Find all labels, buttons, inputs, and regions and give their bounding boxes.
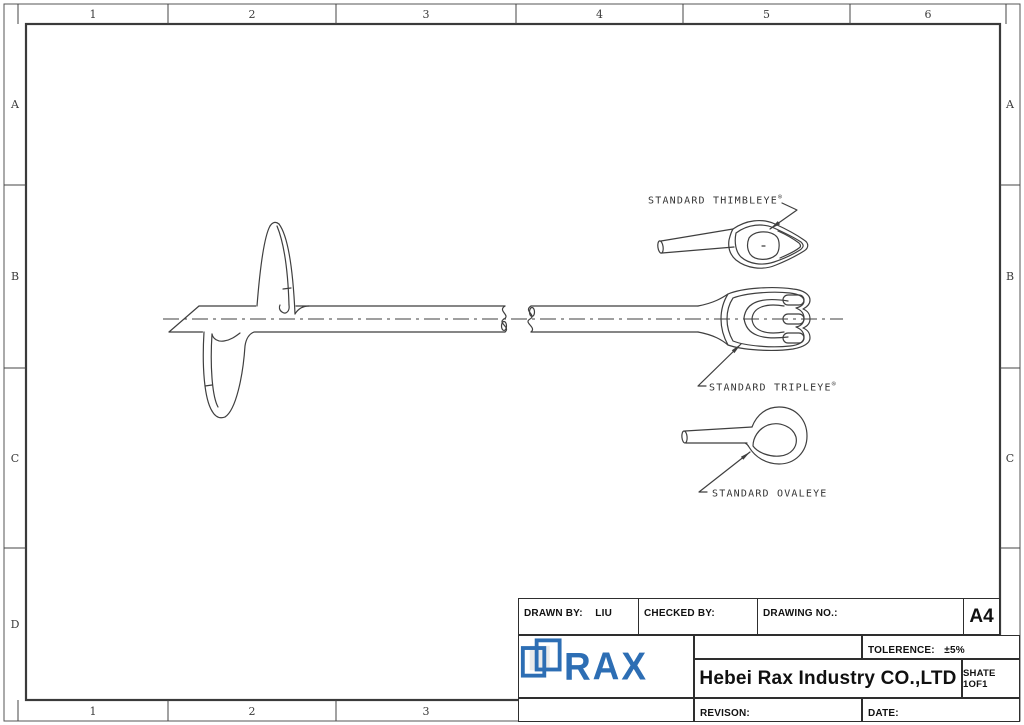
drawing-no-cell: DRAWING NO.:	[757, 599, 963, 634]
label-thimbleye: STANDARD THIMBLEYE®	[648, 193, 782, 206]
label-ovaleye: STANDARD OVALEYE	[712, 486, 828, 499]
thimbleye-drawing	[657, 219, 809, 269]
zone-label: B	[10, 270, 20, 283]
zone-left-c: C	[4, 368, 26, 548]
zone-right-a: A	[1000, 24, 1020, 185]
zone-right-c: C	[1000, 368, 1020, 548]
drawing-no-label: DRAWING NO.:	[763, 608, 838, 619]
date-cell: DATE:	[862, 698, 1020, 722]
checked-by-cell: CHECKED BY:	[638, 599, 757, 634]
zone-label: 4	[596, 7, 603, 21]
zone-top-1: 1	[18, 4, 168, 24]
label-tripleye-text: STANDARD TRIPLEYE	[709, 382, 832, 394]
sheet-border	[3, 3, 1021, 722]
zone-top-5: 5	[683, 4, 850, 24]
revision-cell: REVISON:	[694, 698, 862, 722]
zone-bottom-2: 2	[168, 701, 336, 721]
paper-size-value: A4	[969, 605, 994, 627]
zone-label: 3	[422, 7, 430, 21]
drawn-by-value: LIU	[595, 608, 613, 619]
zone-top-2: 2	[168, 4, 336, 24]
leader-lines	[697, 202, 798, 493]
zone-label: 2	[248, 7, 256, 21]
zone-label: D	[10, 617, 20, 631]
label-tripleye: STANDARD TRIPLEYE®	[709, 380, 836, 393]
checked-by-label: CHECKED BY:	[644, 608, 715, 619]
zone-label: C	[1005, 451, 1015, 465]
revision-label: REVISON:	[700, 708, 750, 719]
zone-label: C	[10, 451, 20, 465]
drawn-by-label: DRAWN BY:	[524, 608, 583, 619]
zone-label: A	[1006, 98, 1014, 111]
titleblock-row-info: DRAWN BY: LIU CHECKED BY: DRAWING NO.: A…	[518, 598, 1000, 635]
date-label: DATE:	[868, 708, 899, 719]
zone-label: A	[11, 98, 19, 111]
rax-logo-text: RAX	[563, 645, 649, 688]
zone-label: B	[1005, 270, 1015, 283]
sheet-number-cell: SHATE 1OF1	[962, 659, 1020, 698]
tolerance-value: ±5%	[944, 645, 965, 656]
helix-blade-upper	[256, 220, 310, 316]
drawn-by-cell: DRAWN BY: LIU	[519, 599, 638, 634]
empty-cell	[694, 635, 862, 659]
ovaleye-drawing	[681, 406, 808, 465]
zone-label: 2	[248, 704, 256, 718]
zone-top-3: 3	[336, 4, 516, 24]
registered-mark: ®	[831, 380, 836, 388]
empty-cell	[518, 698, 694, 722]
label-thimbleye-text: STANDARD THIMBLEYE	[648, 195, 778, 207]
zone-label: 3	[422, 704, 430, 718]
sheet-number: SHATE 1OF1	[963, 667, 996, 690]
zone-label: 5	[763, 7, 770, 21]
zone-bottom-3: 3	[336, 701, 516, 721]
zone-left-b: B	[4, 185, 26, 368]
company-name: Hebei Rax Industry CO.,LTD	[699, 667, 957, 689]
zone-label: 1	[89, 704, 97, 718]
zone-top-6: 6	[850, 4, 1006, 24]
zone-label: 1	[89, 7, 97, 21]
tolerance-label: TOLERENCE:	[868, 645, 935, 656]
zone-top-4: 4	[516, 4, 683, 24]
zone-ticks	[4, 4, 1020, 721]
label-ovaleye-text: STANDARD OVALEYE	[712, 488, 828, 500]
zone-bottom-1: 1	[18, 701, 168, 721]
logo-cell: RAX	[518, 635, 694, 698]
rax-logo-icon	[520, 638, 562, 678]
tripleye-drawing	[697, 287, 811, 352]
registered-mark: ®	[777, 193, 782, 201]
zone-left-d: D	[4, 548, 26, 700]
helix-blade-lower	[202, 330, 256, 420]
zone-left-a: A	[4, 24, 26, 185]
zone-label: 6	[924, 7, 932, 21]
zone-right-b: B	[1000, 185, 1020, 368]
tolerance-cell: TOLERENCE: ±5%	[862, 635, 1020, 659]
paper-size-cell: A4	[963, 599, 999, 634]
company-name-cell: Hebei Rax Industry CO.,LTD	[694, 659, 962, 698]
